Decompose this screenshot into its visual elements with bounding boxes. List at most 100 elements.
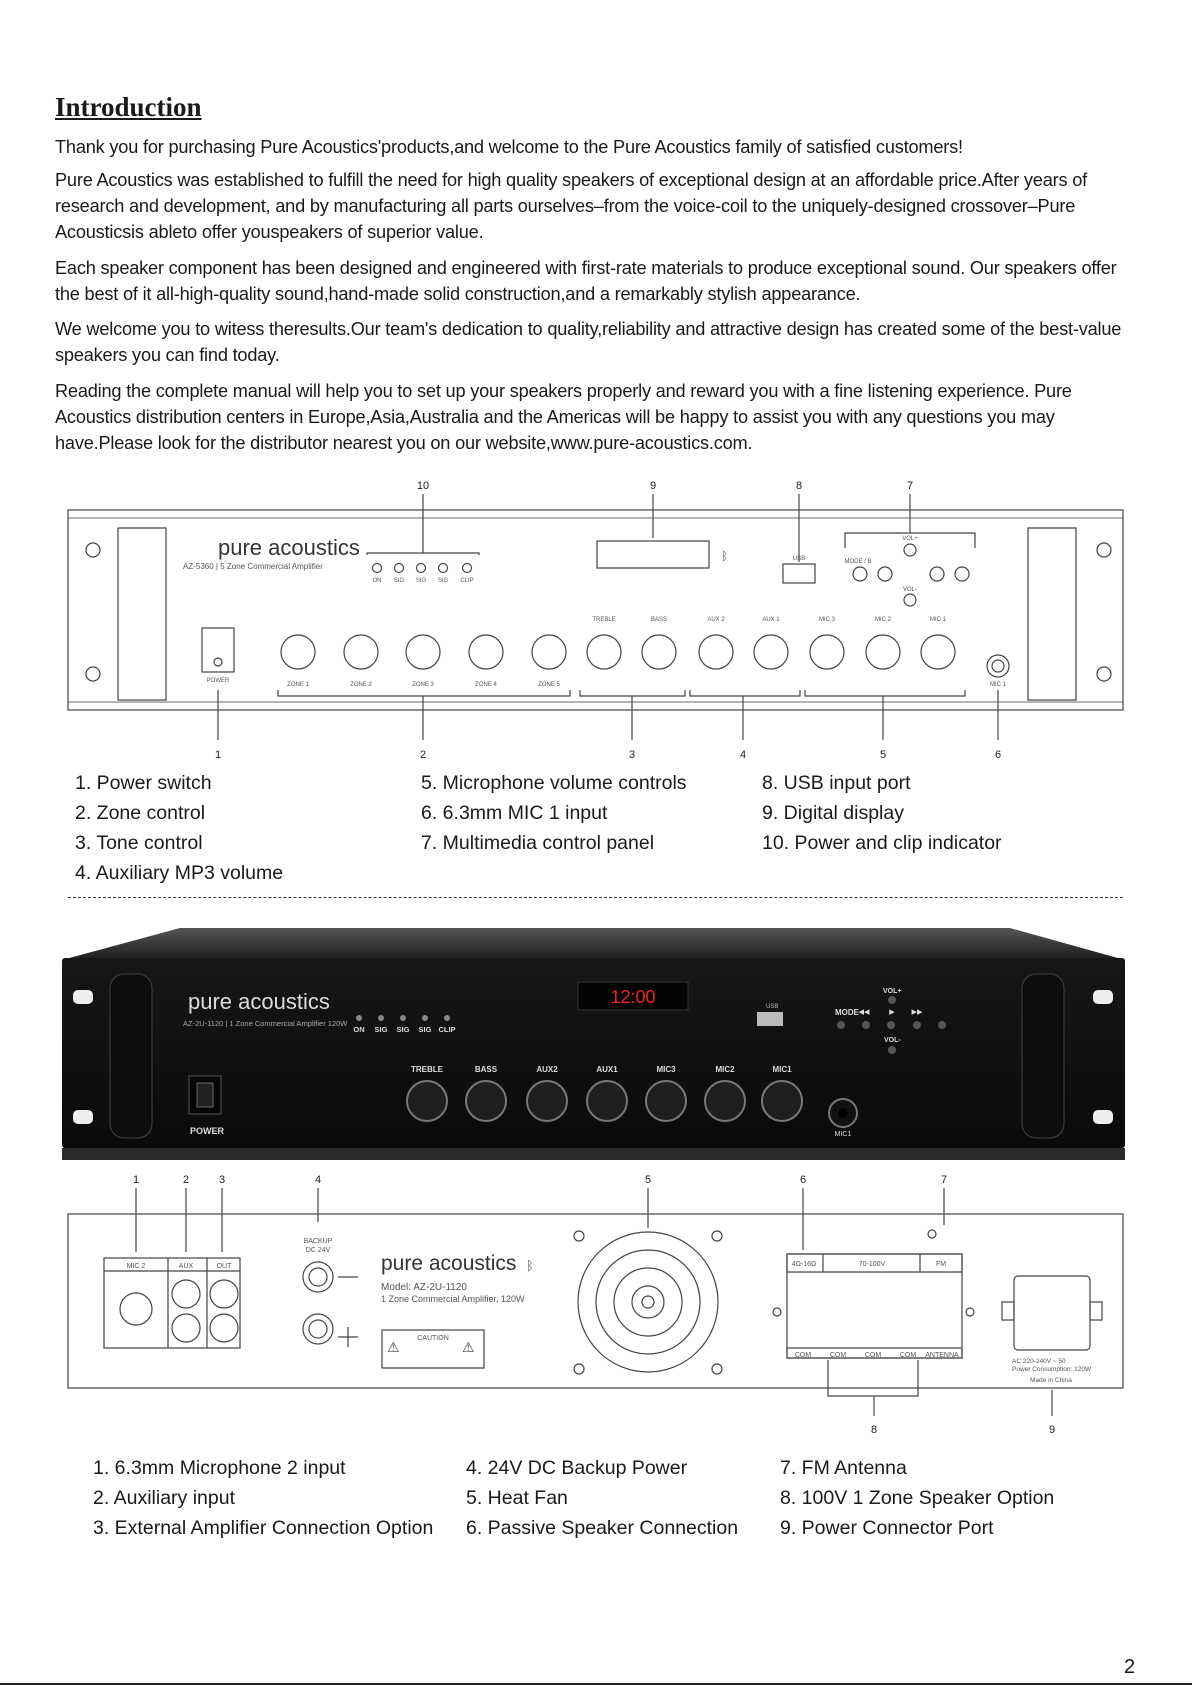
legend-item: 1. Power switch xyxy=(75,772,212,794)
rear-legend-col1: 1. 6.3mm Microphone 2 input 2. Auxiliary… xyxy=(93,1453,433,1543)
callout-5: 5 xyxy=(880,749,886,761)
front-brand: pure acoustics xyxy=(218,535,360,560)
svg-text:AUX1: AUX1 xyxy=(596,1065,618,1074)
svg-text:MIC 1: MIC 1 xyxy=(990,682,1007,688)
svg-text:4Ω-16Ω: 4Ω-16Ω xyxy=(792,1261,816,1268)
svg-text:CLIP: CLIP xyxy=(438,1025,455,1034)
svg-text:CAUTION: CAUTION xyxy=(417,1335,449,1342)
callout-6: 6 xyxy=(995,749,1001,761)
callout-7: 7 xyxy=(907,480,913,492)
section-divider xyxy=(68,897,1123,898)
front-legend-col1: 1. Power switch 2. Zone control 3. Tone … xyxy=(75,768,283,888)
rear-legend-col2: 4. 24V DC Backup Power 5. Heat Fan 6. Pa… xyxy=(466,1453,738,1543)
svg-text:OUT: OUT xyxy=(217,1263,233,1270)
svg-text:AUX: AUX xyxy=(179,1263,194,1270)
svg-text:VOL-: VOL- xyxy=(884,1037,901,1044)
media-buttons xyxy=(852,543,970,607)
svg-text:BASS: BASS xyxy=(475,1065,498,1074)
svg-text:ZONE 2: ZONE 2 xyxy=(350,682,372,688)
callout-1: 1 xyxy=(215,749,221,761)
svg-text:BASS: BASS xyxy=(651,617,667,623)
svg-text:CLIP: CLIP xyxy=(460,578,473,584)
legend-item: 8. 100V 1 Zone Speaker Option xyxy=(780,1487,1055,1509)
legend-item: 2. Auxiliary input xyxy=(93,1487,235,1509)
front-panel-diagram: pure acoustics AZ-5360 | 5 Zone Commerci… xyxy=(67,480,1124,761)
svg-text:▸: ▸ xyxy=(889,1006,895,1018)
callout-3: 3 xyxy=(629,749,635,761)
warning-icon: ⚠ xyxy=(462,1339,475,1355)
svg-text:ANTENNA: ANTENNA xyxy=(925,1352,959,1359)
rear-desc: 1 Zone Commercial Amplifier, 120W xyxy=(381,1294,525,1304)
legend-item: 6. 6.3mm MIC 1 input xyxy=(421,802,608,824)
svg-text:AUX 2: AUX 2 xyxy=(707,617,725,623)
legend-item: 3. External Amplifier Connection Option xyxy=(93,1517,434,1539)
legend-item: 6. Passive Speaker Connection xyxy=(466,1517,739,1539)
page-bottom-rule xyxy=(0,1683,1192,1685)
amplifier-front-photo: pure acoustics AZ-2U-1120 | 1 Zone Comme… xyxy=(62,928,1125,1160)
intro-paragraph-5: Reading the complete manual will help yo… xyxy=(55,381,1072,453)
legend-item: 7. Multimedia control panel xyxy=(421,832,655,854)
intro-paragraph-2: Pure Acoustics was established to fulfil… xyxy=(55,170,1087,242)
svg-text:USB: USB xyxy=(793,556,805,562)
svg-text:Made in China: Made in China xyxy=(1030,1377,1072,1384)
svg-text:MIC1: MIC1 xyxy=(835,1131,852,1138)
legend-item: 9. Power Connector Port xyxy=(780,1517,994,1539)
bluetooth-icon: ᛒ xyxy=(526,1258,534,1273)
tone-mic-knobs xyxy=(586,634,956,670)
rear-model: Model: AZ-2U-1120 xyxy=(381,1282,467,1293)
callout-10: 10 xyxy=(417,480,429,492)
bluetooth-icon: ᛒ xyxy=(721,549,728,563)
svg-text:ON: ON xyxy=(373,578,382,584)
legend-item: 5. Heat Fan xyxy=(466,1487,568,1509)
svg-text:ZONE 3: ZONE 3 xyxy=(412,682,434,688)
svg-text:COM: COM xyxy=(900,1352,917,1359)
rear-legend-col3: 7. FM Antenna 8. 100V 1 Zone Speaker Opt… xyxy=(780,1453,1054,1543)
svg-text:DC 24V: DC 24V xyxy=(306,1247,331,1254)
page-title: Introduction xyxy=(55,92,202,122)
indicator-leds xyxy=(371,562,473,574)
svg-text:POWER: POWER xyxy=(207,678,230,684)
svg-text:COM: COM xyxy=(795,1352,812,1359)
svg-text:TREBLE: TREBLE xyxy=(592,617,615,623)
legend-item: 1. 6.3mm Microphone 2 input xyxy=(93,1457,346,1479)
callout-2: 2 xyxy=(420,749,426,761)
svg-text:FM: FM xyxy=(936,1261,946,1268)
svg-text:POWER: POWER xyxy=(190,1126,225,1136)
svg-text:8: 8 xyxy=(871,1424,877,1436)
svg-text:ZONE 1: ZONE 1 xyxy=(287,682,309,688)
page-number: 2 xyxy=(1124,1656,1136,1678)
photo-model: AZ-2U-1120 | 1 Zone Commercial Amplifier… xyxy=(183,1019,348,1028)
svg-text:7: 7 xyxy=(941,1174,947,1186)
svg-text:SIG: SIG xyxy=(416,578,427,584)
svg-text:COM: COM xyxy=(830,1352,847,1359)
svg-text:SIG: SIG xyxy=(394,578,405,584)
svg-text:VOL+: VOL+ xyxy=(902,536,918,542)
svg-text:USB: USB xyxy=(766,1004,778,1010)
legend-item: 4. 24V DC Backup Power xyxy=(466,1457,688,1479)
svg-text:ZONE 4: ZONE 4 xyxy=(475,682,497,688)
svg-text:MIC 1: MIC 1 xyxy=(930,617,947,623)
svg-text:SIG: SIG xyxy=(438,578,449,584)
svg-text:MIC3: MIC3 xyxy=(656,1065,676,1074)
legend-item: 7. FM Antenna xyxy=(780,1457,907,1479)
intro-paragraph-3: Each speaker component has been designed… xyxy=(55,258,1117,304)
photo-display: 12:00 xyxy=(610,987,655,1007)
svg-text:BACKUP: BACKUP xyxy=(304,1238,333,1245)
svg-text:▸▸: ▸▸ xyxy=(911,1006,923,1018)
svg-text:MIC 2: MIC 2 xyxy=(875,617,892,623)
legend-item: 8. USB input port xyxy=(762,772,911,794)
legend-item: 10. Power and clip indicator xyxy=(762,832,1002,854)
legend-item: 3. Tone control xyxy=(75,832,203,854)
legend-item: 2. Zone control xyxy=(75,802,206,824)
svg-text:MIC1: MIC1 xyxy=(772,1065,792,1074)
svg-text:AUX 1: AUX 1 xyxy=(762,617,780,623)
svg-text:MODE / B: MODE / B xyxy=(844,559,871,565)
photo-brand: pure acoustics xyxy=(188,989,330,1014)
zone-knobs xyxy=(280,634,567,670)
svg-text:4: 4 xyxy=(315,1174,321,1186)
svg-text:MIC2: MIC2 xyxy=(715,1065,735,1074)
svg-text:SIG: SIG xyxy=(397,1025,410,1034)
svg-text:MIC 2: MIC 2 xyxy=(127,1263,146,1270)
intro-paragraph-1: Thank you for purchasing Pure Acoustics'… xyxy=(55,137,963,157)
callout-9: 9 xyxy=(650,480,656,492)
